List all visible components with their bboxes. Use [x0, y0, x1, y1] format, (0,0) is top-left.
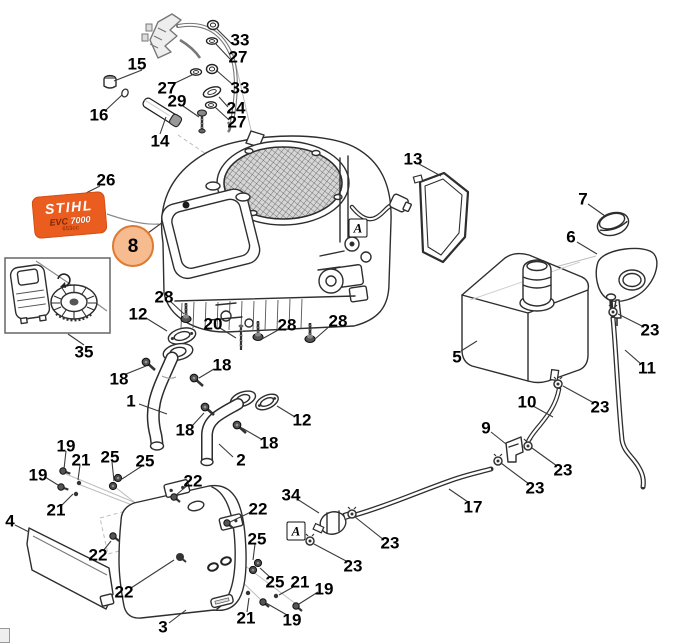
callout-29[interactable]: 29	[167, 91, 187, 111]
callout-33[interactable]: 33	[230, 78, 250, 98]
callout-15[interactable]: 15	[127, 54, 147, 74]
callout-28[interactable]: 28	[277, 315, 297, 335]
dipstick-tube-drawing	[605, 293, 646, 490]
callout-19[interactable]: 19	[282, 610, 302, 630]
wiring-harness-drawing	[141, 13, 238, 133]
callout-22[interactable]: 22	[183, 471, 203, 491]
engine-drawing	[160, 130, 412, 333]
callout-23[interactable]: 23	[343, 556, 363, 576]
callout-23[interactable]: 23	[380, 533, 400, 553]
callout-23[interactable]: 23	[525, 478, 545, 498]
callout-19[interactable]: 19	[56, 436, 76, 456]
callout-22[interactable]: 22	[88, 545, 108, 565]
callout-27[interactable]: 27	[228, 47, 248, 67]
top-hardware-drawing	[103, 19, 222, 134]
callout-3[interactable]: 3	[158, 617, 168, 637]
callout-28[interactable]: 28	[328, 311, 348, 331]
heat-shield-drawing	[26, 527, 115, 610]
callout-12[interactable]: 12	[292, 410, 312, 430]
callout-12[interactable]: 12	[128, 304, 148, 324]
callout-2[interactable]: 2	[236, 450, 246, 470]
muffler-drawing	[118, 479, 247, 619]
filler-bracket-drawing	[595, 247, 658, 326]
callout-11[interactable]: 11	[638, 358, 656, 378]
fuel-cap-drawing	[596, 211, 630, 237]
callout-26[interactable]: 26	[96, 170, 116, 190]
callout-20[interactable]: 20	[203, 314, 223, 334]
section-marker-A-top[interactable]: A	[348, 218, 368, 238]
callout-25[interactable]: 25	[247, 529, 267, 549]
callout-24[interactable]: 24	[226, 98, 246, 118]
engine-hardware-drawing	[140, 301, 317, 435]
hose-bracket-drawing	[505, 436, 524, 463]
callout-28[interactable]: 28	[154, 287, 174, 307]
callout-4[interactable]: 4	[5, 511, 15, 531]
callout-10[interactable]: 10	[517, 392, 537, 412]
breather-hose-drawing	[505, 386, 562, 463]
callout-27[interactable]: 27	[157, 78, 177, 98]
callout-9[interactable]: 9	[481, 418, 491, 438]
callout-16[interactable]: 16	[89, 105, 109, 125]
exhaust-pipe-1-drawing	[146, 327, 197, 451]
callout-18[interactable]: 18	[175, 420, 195, 440]
fan-screen	[223, 146, 343, 220]
callout-23[interactable]: 23	[640, 320, 660, 340]
callout-1[interactable]: 1	[126, 391, 136, 411]
callout-33[interactable]: 33	[230, 30, 250, 50]
callout-22[interactable]: 22	[248, 499, 268, 519]
flywheel-inset-drawing	[4, 257, 111, 334]
gasket-13-drawing	[412, 171, 470, 264]
callout-21[interactable]: 21	[236, 608, 256, 628]
callout-21[interactable]: 21	[46, 500, 66, 520]
callout-21[interactable]: 21	[71, 450, 91, 470]
muffler-bracket	[163, 479, 191, 499]
electrical-connector-drawing	[389, 193, 412, 213]
callout-23[interactable]: 23	[590, 397, 610, 417]
callout-35[interactable]: 35	[74, 342, 94, 362]
callout-18[interactable]: 18	[109, 369, 129, 389]
callout-25[interactable]: 25	[100, 447, 120, 467]
engine-side-panel	[161, 188, 261, 280]
callout-5[interactable]: 5	[452, 347, 462, 367]
callout-13[interactable]: 13	[403, 149, 423, 169]
callout-27[interactable]: 27	[227, 112, 247, 132]
callout-18[interactable]: 18	[212, 355, 232, 375]
callout-25[interactable]: 25	[135, 451, 155, 471]
callout-22[interactable]: 22	[114, 582, 134, 602]
callout-21[interactable]: 21	[290, 572, 310, 592]
badge-locator-line	[106, 213, 160, 225]
callout-14[interactable]: 14	[150, 131, 170, 151]
cutoff-ui-fragment	[0, 628, 10, 643]
callout-23[interactable]: 23	[553, 460, 573, 480]
callout-18[interactable]: 18	[259, 433, 279, 453]
callout-25[interactable]: 25	[265, 572, 285, 592]
exhaust-pipe-2-drawing	[200, 390, 279, 467]
callout-34[interactable]: 34	[281, 485, 301, 505]
fuel-tank-drawing	[461, 252, 590, 384]
callout-19[interactable]: 19	[28, 465, 48, 485]
callout-7[interactable]: 7	[578, 189, 588, 209]
callout-19[interactable]: 19	[314, 579, 334, 599]
stihl-decal: STIHL EVC 7000 653cc	[31, 190, 108, 240]
leader-lines	[14, 27, 645, 624]
callout-6[interactable]: 6	[566, 227, 576, 247]
callout-8[interactable]: 8	[112, 225, 154, 267]
section-marker-A-bottom[interactable]: A	[286, 521, 306, 541]
callout-17[interactable]: 17	[463, 497, 483, 517]
